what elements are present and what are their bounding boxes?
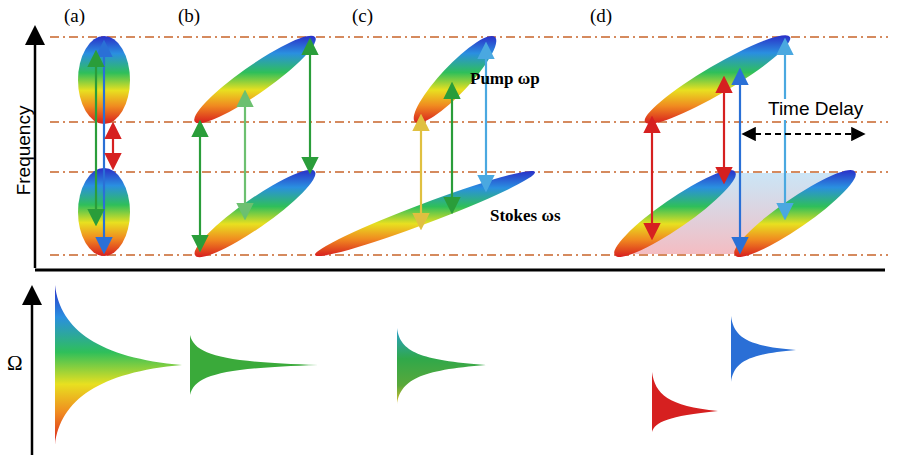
panel-label: (a) (64, 6, 85, 27)
panel-label: (c) (352, 6, 373, 27)
panel-label: (b) (178, 6, 200, 27)
panel-label: (d) (590, 6, 612, 27)
time-delay-label: Time Delay (765, 99, 866, 120)
stokes-label: Stokes ωs (490, 207, 561, 226)
pump-label: Pump ωp (470, 70, 540, 89)
axis-label: Ω (7, 352, 23, 375)
axis-label: Frequency (14, 105, 35, 195)
